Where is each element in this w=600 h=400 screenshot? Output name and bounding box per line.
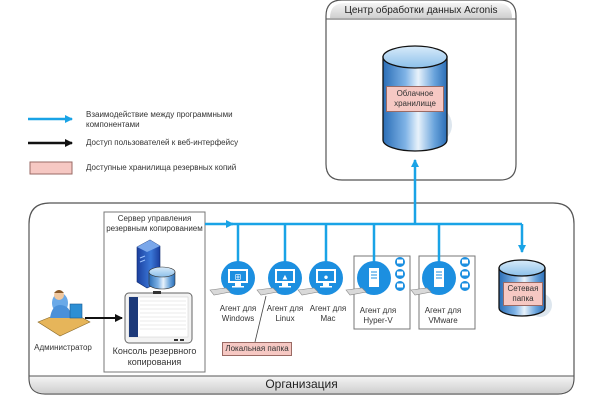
cloud-storage-label[interactable]: Облачное хранилище [386,86,444,112]
legend-pink-box-icon [29,161,73,175]
agent-linux-icon[interactable]: ▲ [256,261,302,296]
management-server-label[interactable]: Сервер управления резервным копированием [106,214,203,233]
agent-label-linux[interactable]: Агент для Linux [266,304,304,323]
vm-icon [460,257,470,267]
agent-disk-icon [209,287,231,296]
agent-disk-icon [410,287,432,296]
legend-label-web-access: Доступ пользователей к веб-интерфейсу [86,138,239,147]
vm-icon [460,269,470,279]
network-lines [205,159,526,262]
agent-label-windows[interactable]: Агент для Windows [219,304,257,323]
legend-label-storages: Доступные хранилища резервных копий [86,163,237,172]
backup-console-label[interactable]: Консоль резервного копирования [112,346,197,367]
administrator-label: Администратор [34,343,92,352]
legend-label-component-interaction: Взаимодействие между программными компон… [86,110,233,129]
local-folder-connector [254,295,267,343]
agent-vmware-icon[interactable] [410,257,470,296]
windows-logo-icon: ⊞ [235,273,242,282]
vm-icon [395,269,405,279]
network-folder-label[interactable]: Сетевая папка [503,282,543,306]
agent-disk-icon [345,287,367,296]
cloud-storage-cylinder [382,45,452,152]
administrator-icon [37,290,91,337]
server-tower-icon [136,239,176,290]
linux-logo-icon: ▲ [281,273,289,282]
organization-title: Организация [265,377,338,391]
agent-hyper-v-icon[interactable] [345,257,405,296]
mac-logo-icon: ● [324,273,329,282]
agent-label-mac[interactable]: Агент для Mac [309,304,347,323]
vm-icon [395,257,405,267]
agent-label-vmware[interactable]: Агент для VMware [424,306,462,325]
agent-disk-icon [297,287,319,296]
agent-windows-icon[interactable]: ⊞ [209,261,255,296]
console-screen-icon [124,291,193,344]
datacenter-title: Центр обработки данных Acronis [344,5,498,16]
agent-disk-icon [256,287,278,296]
vm-icon [460,281,470,291]
agent-mac-icon[interactable]: ● [297,261,343,296]
vm-icon [395,281,405,291]
agent-label-hyper-v[interactable]: Агент для Hyper-V [359,306,397,325]
local-folder-label[interactable]: Локальная папка [222,342,292,356]
